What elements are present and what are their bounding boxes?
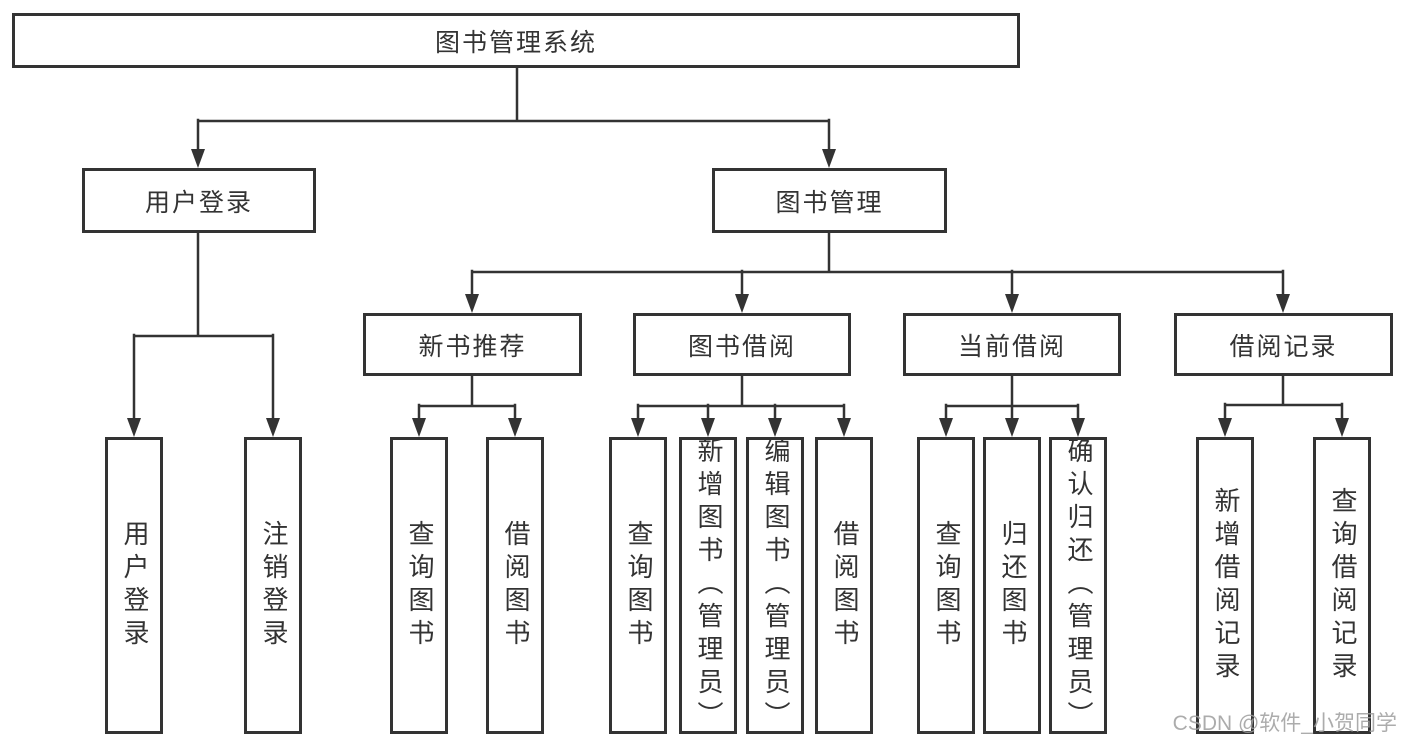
leaf-edit-books-admin-label: 编辑图书（管理员） [760,437,791,734]
leaf-add-books-admin-label: 新增图书（管理员） [693,437,724,734]
leaf-query-books-current: 查询图书 [917,437,975,734]
node-root-label: 图书管理系统 [434,28,597,57]
node-current-borrowing: 当前借阅 [903,313,1121,376]
leaf-borrow-books-borrow: 借阅图书 [815,437,873,734]
leaf-borrow-books-newbook: 借阅图书 [486,437,544,734]
leaf-user-login-label: 用户登录 [119,519,150,652]
node-user-login: 用户登录 [82,168,316,233]
leaf-confirm-return-admin: 确认归还（管理员） [1049,437,1107,734]
leaf-return-books-label: 归还图书 [997,519,1028,652]
node-borrowing-records-label: 借阅记录 [1229,332,1338,361]
leaf-query-books-borrow-label: 查询图书 [623,519,654,652]
leaf-query-books-newbook: 查询图书 [390,437,448,734]
leaf-user-login: 用户登录 [105,437,163,734]
leaf-return-books: 归还图书 [983,437,1041,734]
leaf-query-books-current-label: 查询图书 [931,519,962,652]
leaf-borrow-books-newbook-label: 借阅图书 [500,519,531,652]
leaf-borrow-books-borrow-label: 借阅图书 [829,519,860,652]
node-new-book-recommendation-label: 新书推荐 [418,332,527,361]
leaf-confirm-return-admin-label: 确认归还（管理员） [1063,437,1094,734]
leaf-add-borrow-record-label: 新增借阅记录 [1210,486,1241,685]
leaf-logout-label: 注销登录 [258,519,289,652]
leaf-add-borrow-record: 新增借阅记录 [1196,437,1254,734]
leaf-query-borrow-record-label: 查询借阅记录 [1327,486,1358,685]
node-new-book-recommendation: 新书推荐 [363,313,582,376]
node-book-borrowing: 图书借阅 [633,313,851,376]
node-user-login-label: 用户登录 [144,188,253,217]
watermark: CSDN @软件_小贺同学 [1172,712,1397,735]
leaf-query-books-borrow: 查询图书 [609,437,667,734]
leaf-edit-books-admin: 编辑图书（管理员） [746,437,804,734]
node-book-management-label: 图书管理 [775,188,884,217]
node-current-borrowing-label: 当前借阅 [957,332,1066,361]
node-book-borrowing-label: 图书借阅 [687,332,796,361]
node-book-management: 图书管理 [712,168,947,233]
leaf-add-books-admin: 新增图书（管理员） [679,437,737,734]
node-root: 图书管理系统 [12,13,1020,68]
leaf-query-borrow-record: 查询借阅记录 [1313,437,1371,734]
leaf-logout: 注销登录 [244,437,302,734]
node-borrowing-records: 借阅记录 [1174,313,1393,376]
leaf-query-books-newbook-label: 查询图书 [404,519,435,652]
